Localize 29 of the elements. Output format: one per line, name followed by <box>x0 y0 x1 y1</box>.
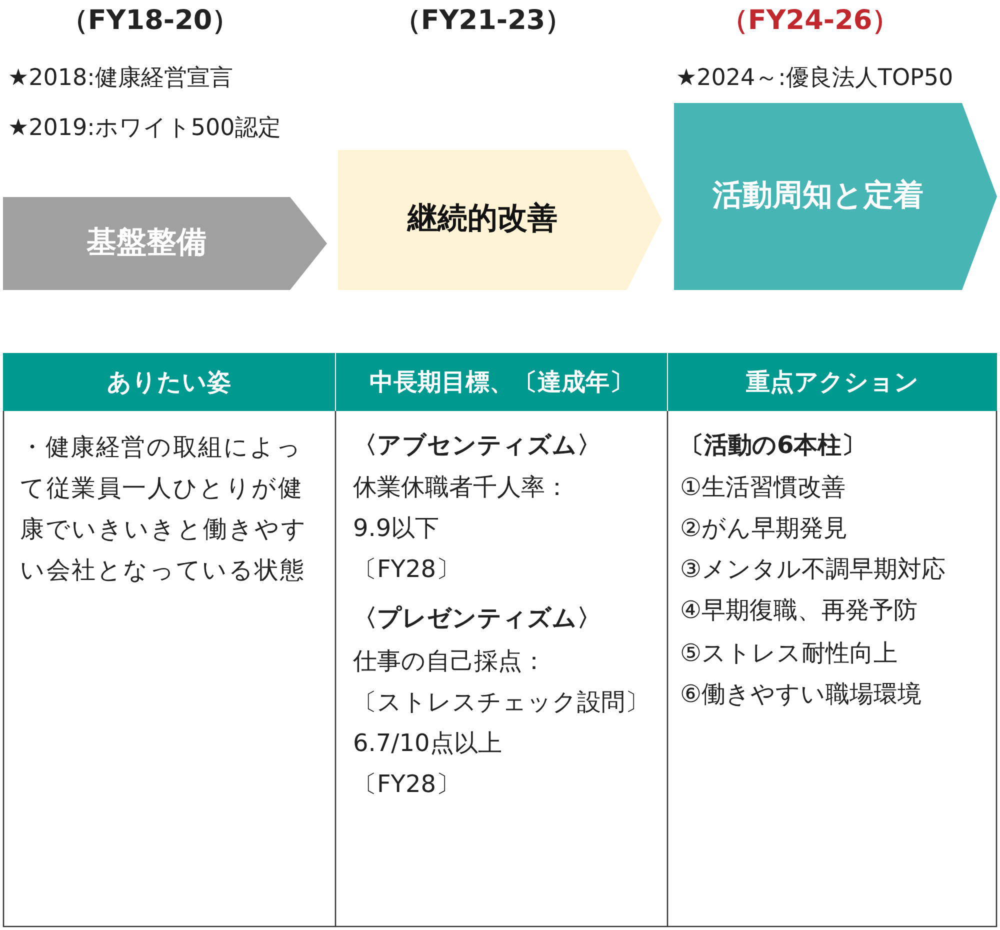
stage-label: 継続的改善 <box>406 200 558 238</box>
column-header: 中長期目標、〔達成年〕 <box>336 353 667 411</box>
table-text: 〔活動の6本柱〕 <box>680 430 866 461</box>
period-heading: （FY24-26） <box>720 4 900 38</box>
period-heading: （FY21-23） <box>392 4 574 38</box>
milestone-note: ★2018:健康経営宣言 <box>8 64 233 93</box>
table-text: 6.7/10点以上 <box>353 728 502 759</box>
table-text: ③メンタル不調早期対応 <box>680 554 946 585</box>
stage-label: 基盤整備 <box>86 224 208 262</box>
table-text: 休業休職者千人率： <box>353 472 569 503</box>
table-text: 〈アブセンティズム〉 <box>353 430 601 461</box>
stage-label: 活動周知と定着 <box>711 176 924 214</box>
table-text: ④早期復職、再発予防 <box>680 595 918 626</box>
table-text: ②がん早期発見 <box>680 513 848 544</box>
column-header: ありたい姿 <box>3 353 335 411</box>
table-text: ・健康経営の取組によって従業員一人ひとりが健康でいきいきと働きやすい会社となっている状態 <box>20 432 308 586</box>
table-text: 〈プレゼンティズム〉 <box>353 603 601 634</box>
table-text: ⑤ストレス耐性向上 <box>680 638 898 669</box>
table-text: 仕事の自己採点： <box>353 646 546 677</box>
table-text: 〔ストレスチェック設問〕 <box>353 687 649 718</box>
period-heading: （FY18-20） <box>60 4 240 38</box>
table-text: 〔FY28〕 <box>353 769 460 800</box>
milestone-note: ★2019:ホワイト500認定 <box>8 114 281 143</box>
table-text: ⑥働きやすい職場環境 <box>680 679 922 710</box>
table-text: ①生活習慣改善 <box>680 472 846 503</box>
milestone-note: ★2024～:優良法人TOP50 <box>676 64 954 93</box>
column-header: 重点アクション <box>668 353 997 411</box>
table-text: 9.9以下 <box>353 513 440 544</box>
table-text: 〔FY28〕 <box>353 554 460 585</box>
